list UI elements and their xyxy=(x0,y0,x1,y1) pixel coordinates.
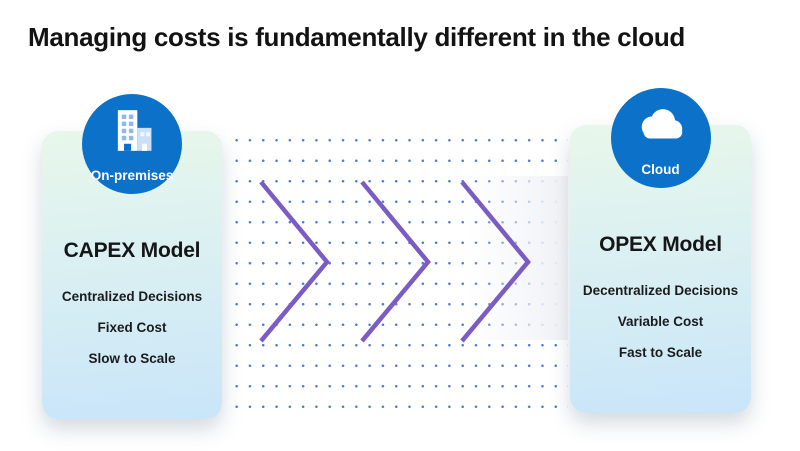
cloud-icon xyxy=(641,109,682,139)
list-item: Decentralized Decisions xyxy=(582,283,739,298)
list-item: Centralized Decisions xyxy=(61,289,203,304)
list-item: Slow to Scale xyxy=(88,351,176,366)
list-item: Fast to Scale xyxy=(618,345,703,360)
cloud-badge-label: Cloud xyxy=(641,162,680,177)
cloud-card: Cloud OPEX Model Decentralized Decisions… xyxy=(570,88,751,413)
on-premises-badge-label: On-premises xyxy=(90,168,174,183)
capex-items: Centralized Decisions Fixed Cost Slow to… xyxy=(42,289,222,366)
opex-model-title: OPEX Model xyxy=(599,233,722,256)
fade-overlay xyxy=(468,176,568,340)
opex-items: Decentralized Decisions Variable Cost Fa… xyxy=(570,283,751,360)
on-premises-badge: On-premises xyxy=(82,94,182,194)
page-title: Managing costs is fundamentally differen… xyxy=(28,22,685,52)
capex-model-title: CAPEX Model xyxy=(63,239,201,262)
building-icon xyxy=(117,110,152,151)
list-item: Variable Cost xyxy=(617,314,704,329)
on-premises-card: On-premises CAPEX Model Centralized Deci… xyxy=(42,94,222,419)
cloud-badge: Cloud xyxy=(610,88,711,188)
list-item: Fixed Cost xyxy=(97,320,167,335)
